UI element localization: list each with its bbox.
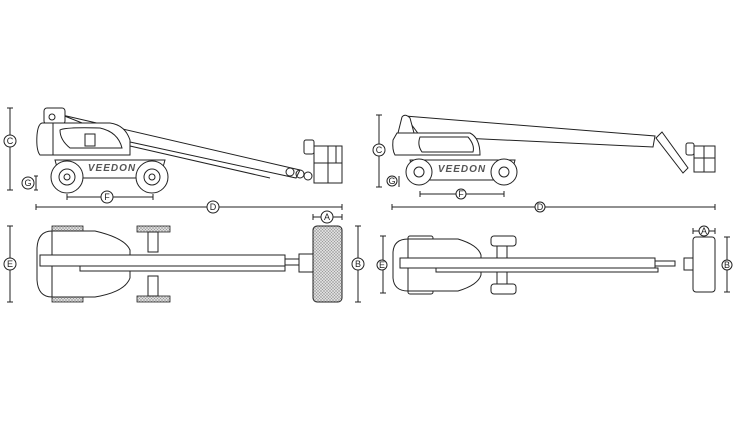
platform-top: [692, 236, 716, 293]
label-g: G: [24, 178, 31, 188]
wheel-front: [490, 158, 518, 186]
dimension-b: B: [351, 225, 365, 303]
left-top-view: A E B: [3, 210, 365, 303]
label-f: F: [458, 189, 464, 199]
label-d: D: [210, 202, 217, 212]
basket: [285, 139, 343, 184]
label-g: G: [388, 176, 395, 186]
label-a: A: [324, 212, 330, 222]
label-c: C: [376, 145, 383, 155]
dimension-e: E: [3, 225, 17, 303]
dimension-a: A: [312, 210, 343, 224]
label-c: C: [7, 136, 14, 146]
brand-logo: VEEDON: [88, 163, 136, 174]
label-d: D: [537, 202, 544, 212]
label-e: E: [7, 259, 13, 269]
jib: [655, 131, 689, 174]
dimension-d-right: D: [391, 201, 716, 213]
label-f: F: [104, 192, 110, 202]
dimension-a-right: A: [692, 225, 716, 237]
right-side-view: C G VEEDON F D: [372, 114, 716, 213]
dimension-f-right: F: [419, 188, 505, 200]
dimension-f: F: [66, 190, 154, 204]
wheel-front: [135, 160, 169, 194]
dimension-c-right: C: [372, 114, 386, 188]
label-e: E: [379, 260, 385, 270]
boom-top: [399, 257, 656, 269]
dimension-d: D: [35, 200, 343, 214]
label-b: B: [355, 259, 361, 269]
dimension-g: G: [21, 175, 38, 191]
wheel-rear: [50, 160, 84, 194]
right-top-view: A E B: [376, 225, 733, 295]
body: [392, 132, 481, 156]
dimension-c: C: [3, 107, 17, 191]
dimension-e-right: E: [376, 235, 388, 294]
wheel-rear: [405, 158, 433, 186]
platform-top: [312, 225, 343, 303]
boom: [403, 115, 656, 148]
label-a: A: [701, 226, 707, 236]
dimension-g-right: G: [386, 175, 400, 187]
dimension-b-right: B: [721, 236, 733, 293]
label-b: B: [724, 260, 730, 270]
basket: [685, 142, 716, 173]
left-side-view: C G VEEDON F D: [3, 107, 343, 214]
boom-top: [39, 254, 286, 267]
brand-logo: VEEDON: [438, 164, 486, 175]
